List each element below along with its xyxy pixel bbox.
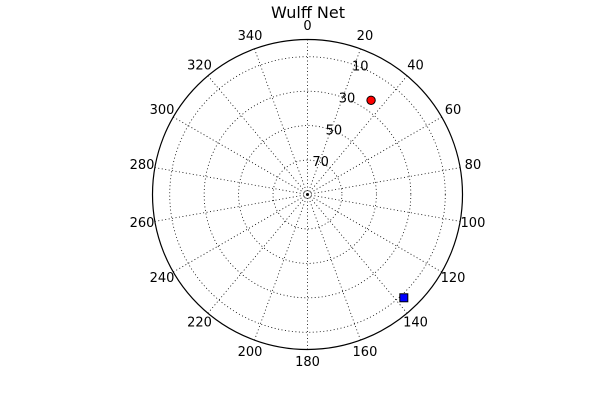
angle-tick-label-0: 0 xyxy=(303,19,311,34)
angle-tick-label-6: 120 xyxy=(441,271,466,286)
grid-circle-0 xyxy=(169,56,446,333)
grid-spoke-6 xyxy=(307,194,442,273)
angle-tick-label-8: 160 xyxy=(353,345,378,360)
grid-spoke-14 xyxy=(154,167,308,195)
grid-spoke-3 xyxy=(307,116,442,195)
grid-spoke-17 xyxy=(254,48,308,195)
angle-tick-label-12: 240 xyxy=(150,271,175,286)
chart-title: Wulff Net xyxy=(271,3,345,22)
radial-tick-label-2: 50 xyxy=(326,123,343,138)
grid-circle-3 xyxy=(272,159,343,230)
angle-tick-label-16: 320 xyxy=(187,58,212,73)
grid-spoke-12 xyxy=(173,194,308,273)
radial-tick-label-0: 10 xyxy=(352,60,369,75)
angle-tick-label-9: 180 xyxy=(295,355,320,370)
data-markers xyxy=(366,95,409,303)
radial-tick-label-3: 70 xyxy=(312,155,329,170)
grid-spoke-13 xyxy=(154,194,308,222)
angle-tick-label-14: 280 xyxy=(130,158,155,173)
data-marker-circle-0-0 xyxy=(366,95,376,105)
grid-spoke-8 xyxy=(307,194,361,341)
grid-spoke-16 xyxy=(207,75,308,195)
grid-circle-1 xyxy=(203,90,412,299)
grid-spoke-1 xyxy=(307,48,361,195)
angle-tick-label-17: 340 xyxy=(238,29,263,44)
grid-spoke-7 xyxy=(307,194,408,314)
grid-spoke-10 xyxy=(254,194,308,341)
angle-tick-label-11: 220 xyxy=(187,316,212,331)
angle-tick-label-13: 260 xyxy=(130,216,155,231)
angle-tick-label-4: 80 xyxy=(465,158,482,173)
radial-tick-label-1: 30 xyxy=(339,92,356,107)
grid-spoke-2 xyxy=(307,75,408,195)
angle-tick-label-5: 100 xyxy=(461,216,486,231)
grid xyxy=(151,38,464,351)
grid-spoke-4 xyxy=(307,167,461,195)
outer-circle xyxy=(151,38,464,351)
grid-spoke-5 xyxy=(307,194,461,222)
data-marker-square-1-0 xyxy=(399,293,409,303)
angle-tick-label-2: 40 xyxy=(407,58,424,73)
angle-tick-label-7: 140 xyxy=(403,316,428,331)
tick-labels: 0 20 40 60 80 100 120 140 160 180 200 220 240 260 280 3… xyxy=(130,19,486,370)
angle-tick-label-1: 20 xyxy=(357,29,374,44)
angle-tick-label-10: 200 xyxy=(238,345,263,360)
grid-spoke-15 xyxy=(173,116,308,195)
grid-circle-2 xyxy=(238,125,377,264)
angle-tick-label-15: 300 xyxy=(150,103,175,118)
angle-tick-label-3: 60 xyxy=(445,103,462,118)
grid-spoke-11 xyxy=(207,194,308,314)
center-point xyxy=(306,193,309,196)
